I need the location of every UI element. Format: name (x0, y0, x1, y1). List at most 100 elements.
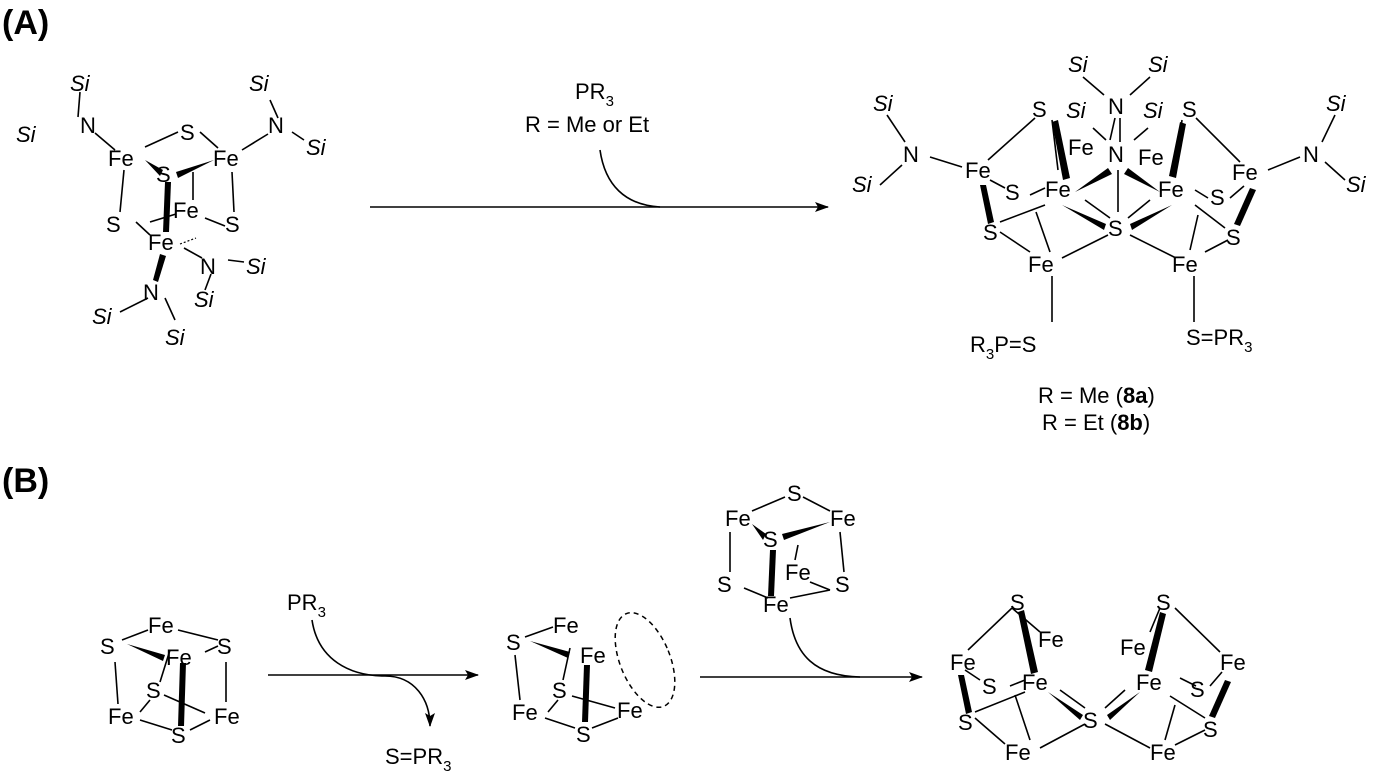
cube-bonds (114, 629, 227, 731)
svg-text:Fe: Fe (965, 158, 991, 183)
svg-text:N: N (268, 113, 284, 138)
svg-text:Fe: Fe (950, 650, 976, 675)
start-cluster-bonds (77, 91, 305, 321)
svg-text:Fe: Fe (214, 704, 240, 729)
b-byproduct: S=PR3 (385, 744, 451, 775)
svg-text:Fe: Fe (1136, 670, 1162, 695)
svg-text:S: S (763, 527, 778, 552)
svg-text:Fe: Fe (1158, 177, 1184, 202)
svg-text:Fe: Fe (830, 506, 856, 531)
panel-a-start-cluster: Si Si N Fe S Fe S Si N Si S Fe S Fe N Si… (16, 71, 327, 350)
svg-text:S: S (180, 120, 195, 145)
svg-text:Fe: Fe (1005, 740, 1031, 765)
reagent-cube: Fe S Fe S Fe S S Fe (717, 481, 856, 617)
vacant-site-ellipse (614, 611, 676, 709)
ligand-left: R3P=S (970, 332, 1036, 363)
intermediate-atoms: Fe S Fe S Fe Fe S (506, 613, 643, 747)
svg-text:S: S (835, 572, 850, 597)
svg-text:Si: Si (1326, 91, 1347, 116)
b-product-bonds (958, 607, 1231, 749)
svg-text:S: S (171, 723, 186, 748)
svg-text:Fe: Fe (1120, 635, 1146, 660)
svg-text:Fe: Fe (512, 700, 538, 725)
svg-text:S: S (1005, 180, 1020, 205)
svg-text:Si: Si (92, 304, 113, 329)
start-cluster-atoms: Si Si N Fe S Fe S Si N Si S Fe S Fe N Si… (16, 71, 327, 350)
svg-text:Si: Si (249, 71, 270, 96)
svg-text:S: S (1156, 590, 1171, 615)
intermediate-bonds (514, 626, 619, 729)
b-reagent: PR3 (287, 590, 326, 621)
svg-text:Si: Si (16, 122, 37, 147)
svg-text:Si: Si (306, 135, 327, 160)
svg-text:Si: Si (70, 71, 91, 96)
svg-text:S: S (787, 481, 802, 506)
svg-text:N: N (80, 113, 96, 138)
svg-text:Fe: Fe (580, 643, 606, 668)
svg-text:N: N (1108, 94, 1124, 119)
panel-a-product-cluster: Si Si N Si Si S S Si N Si Si N Si Fe N F… (852, 52, 1367, 435)
svg-text:S: S (225, 212, 240, 237)
svg-text:Fe: Fe (1138, 145, 1164, 170)
svg-text:Si: Si (194, 287, 215, 312)
product-cluster-atoms: Si Si N Si Si S S Si N Si Si N Si Fe N F… (852, 52, 1367, 363)
svg-text:Fe: Fe (166, 645, 192, 670)
svg-text:Fe: Fe (553, 613, 579, 638)
svg-text:Si: Si (1346, 172, 1367, 197)
svg-text:Si: Si (1148, 52, 1169, 77)
svg-text:Si: Si (873, 91, 894, 116)
a-condition: R = Me or Et (525, 112, 649, 137)
svg-text:N: N (1108, 142, 1124, 167)
panel-b-fe4s4-cube: Fe S S Fe S Fe Fe S (100, 613, 240, 748)
svg-text:S: S (106, 212, 121, 237)
svg-text:Fe: Fe (108, 704, 134, 729)
product-caption-8b: R = Et (8b) (1042, 410, 1150, 435)
svg-text:N: N (200, 254, 216, 279)
svg-text:S: S (1203, 717, 1218, 742)
product-cluster-bonds (879, 76, 1346, 322)
svg-text:Si: Si (1068, 52, 1089, 77)
svg-text:Si: Si (1066, 98, 1087, 123)
svg-text:N: N (1303, 142, 1319, 167)
svg-text:S: S (1083, 708, 1098, 733)
svg-text:N: N (143, 280, 159, 305)
panel-b-intermediate: Fe S Fe S Fe Fe S (506, 611, 676, 747)
svg-text:S: S (576, 722, 591, 747)
svg-text:Fe: Fe (763, 592, 789, 617)
svg-text:Fe: Fe (213, 146, 239, 171)
svg-text:Si: Si (1143, 98, 1164, 123)
product-caption-8a: R = Me (8a) (1038, 383, 1155, 408)
svg-text:S: S (156, 162, 171, 187)
svg-text:S: S (982, 674, 997, 699)
svg-text:N: N (903, 142, 919, 167)
svg-text:S: S (717, 572, 732, 597)
svg-text:S: S (1032, 97, 1047, 122)
svg-text:S: S (983, 220, 998, 245)
b-product-atoms: S S Fe Fe Fe Fe S Fe Fe S S S S Fe Fe (950, 590, 1246, 765)
svg-text:S: S (1210, 185, 1225, 210)
a-reagent: PR3 (575, 79, 614, 110)
svg-text:Fe: Fe (617, 698, 643, 723)
svg-text:Fe: Fe (148, 613, 174, 638)
svg-text:Fe: Fe (1172, 252, 1198, 277)
panel-label-b: (B) (2, 462, 49, 500)
svg-text:S: S (217, 634, 232, 659)
panel-label-a: (A) (2, 4, 49, 42)
ligand-right: S=PR3 (1186, 325, 1252, 356)
svg-text:S: S (1182, 97, 1197, 122)
svg-text:Fe: Fe (725, 506, 751, 531)
svg-text:Fe: Fe (1220, 650, 1246, 675)
svg-text:S: S (1108, 216, 1123, 241)
svg-text:Fe: Fe (108, 146, 134, 171)
svg-text:Si: Si (852, 172, 873, 197)
svg-text:Fe: Fe (1028, 252, 1054, 277)
svg-text:Fe: Fe (1150, 740, 1176, 765)
panel-b-product: S S Fe Fe Fe Fe S Fe Fe S S S S Fe Fe (950, 590, 1246, 765)
svg-text:Fe: Fe (785, 560, 811, 585)
cube-atoms: Fe S S Fe S Fe Fe S (100, 613, 240, 748)
panel-b-arrow-1: PR3 S=PR3 (268, 590, 479, 775)
svg-text:S: S (146, 678, 161, 703)
panel-a-reaction-arrow: PR3 R = Me or Et (370, 79, 829, 212)
panel-b-arrow-2: Fe S Fe S Fe S S Fe (700, 481, 923, 682)
